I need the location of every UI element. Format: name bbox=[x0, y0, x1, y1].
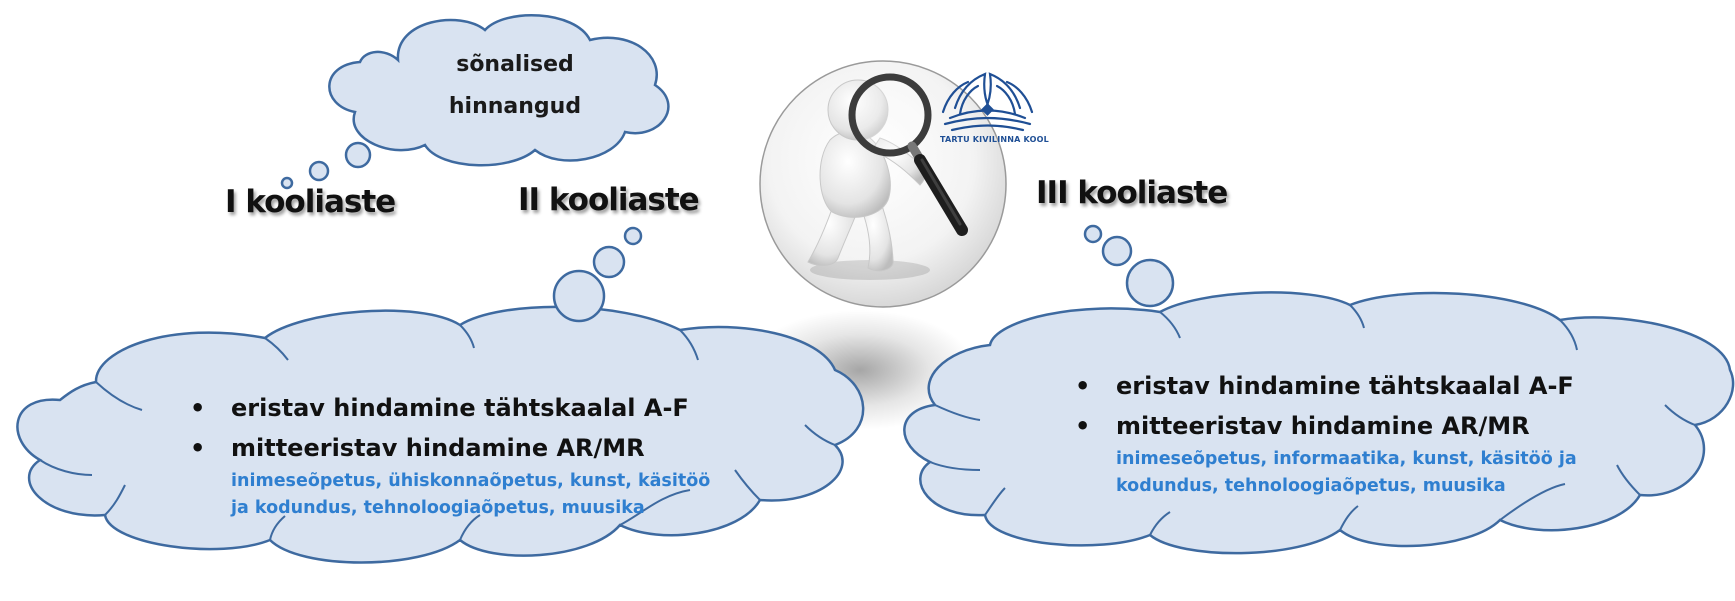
left-bullet-list: • eristav hindamine tähtskaalal A-F • mitt… bbox=[190, 388, 710, 468]
left-note-line-1: inimeseõpetus, ühiskonnaõpetus, kunst, k… bbox=[231, 471, 711, 491]
bullet-icon: • bbox=[190, 434, 206, 462]
top-cloud-text: sõnalised hinnangud bbox=[425, 44, 605, 128]
heading-stage-3: III kooliaste bbox=[1036, 175, 1228, 211]
left-bullet-1: • eristav hindamine tähtskaalal A-F bbox=[190, 388, 710, 428]
right-bullet-1-text: eristav hindamine tähtskaalal A-F bbox=[1116, 372, 1574, 400]
top-cloud-line-2: hinnangud bbox=[448, 94, 582, 119]
right-thought-cloud bbox=[903, 224, 1735, 555]
right-note-line-2: kodundus, tehnoloogiaõpetus, muusika bbox=[1116, 476, 1506, 496]
heading-stage-2: II kooliaste bbox=[518, 182, 700, 218]
right-cloud-note: inimeseõpetus, informaatika, kunst, käsi… bbox=[1075, 446, 1577, 500]
left-cloud-note: inimeseõpetus, ühiskonnaõpetus, kunst, k… bbox=[190, 468, 710, 522]
bullet-icon: • bbox=[190, 394, 206, 422]
right-bullet-2-text: mitteeristav hindamine AR/MR bbox=[1116, 412, 1530, 440]
book-wings-icon bbox=[941, 72, 1034, 132]
right-cloud-content: • eristav hindamine tähtskaalal A-F • mitt… bbox=[1075, 366, 1577, 500]
right-bullet-2: • mitteeristav hindamine AR/MR bbox=[1075, 406, 1577, 446]
heading-stage-1: I kooliaste bbox=[225, 184, 396, 220]
left-note-line-2: ja kodundus, tehnoloogiaõpetus, muusika bbox=[231, 498, 645, 518]
right-note-line-1: inimeseõpetus, informaatika, kunst, käsi… bbox=[1116, 449, 1577, 469]
top-thought-cloud bbox=[280, 14, 670, 190]
left-bullet-2-text: mitteeristav hindamine AR/MR bbox=[231, 434, 645, 462]
left-cloud-content: • eristav hindamine tähtskaalal A-F • mitt… bbox=[190, 388, 710, 522]
left-bullet-1-text: eristav hindamine tähtskaalal A-F bbox=[231, 394, 689, 422]
bullet-icon: • bbox=[1075, 412, 1091, 440]
top-cloud-line-1: sõnalised bbox=[456, 52, 574, 77]
left-bullet-2: • mitteeristav hindamine AR/MR bbox=[190, 428, 710, 468]
figure-with-magnifier-icon bbox=[759, 60, 1007, 308]
right-bullet-list: • eristav hindamine tähtskaalal A-F • mitt… bbox=[1075, 366, 1577, 446]
logo-caption: TARTU KIVILINNA KOOL bbox=[940, 135, 1049, 144]
bullet-icon: • bbox=[1075, 372, 1091, 400]
right-bullet-1: • eristav hindamine tähtskaalal A-F bbox=[1075, 366, 1577, 406]
left-thought-cloud bbox=[16, 226, 865, 564]
